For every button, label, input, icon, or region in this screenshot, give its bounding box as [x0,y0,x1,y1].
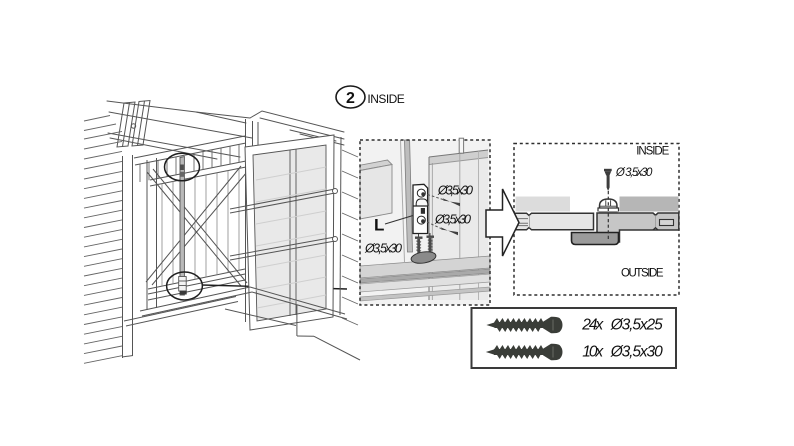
svg-text:Ø3,5x30: Ø3,5x30 [610,344,663,361]
svg-text:24x: 24x [581,317,604,334]
svg-text:10x: 10x [582,344,604,361]
svg-text:INSIDE: INSIDE [367,92,404,106]
svg-text:INSIDE: INSIDE [636,146,669,158]
svg-text:L: L [374,216,384,235]
svg-text:Ø3,5x30: Ø3,5x30 [434,213,471,227]
svg-text:Ø3,5x30: Ø3,5x30 [364,242,402,256]
svg-text:OUTSIDE: OUTSIDE [621,268,664,280]
svg-text:Ø 3,5x30: Ø 3,5x30 [615,167,653,179]
svg-text:2: 2 [346,90,355,107]
svg-text:Ø3,5x30: Ø3,5x30 [437,184,473,198]
svg-text:Ø3,5x25: Ø3,5x25 [610,317,663,334]
